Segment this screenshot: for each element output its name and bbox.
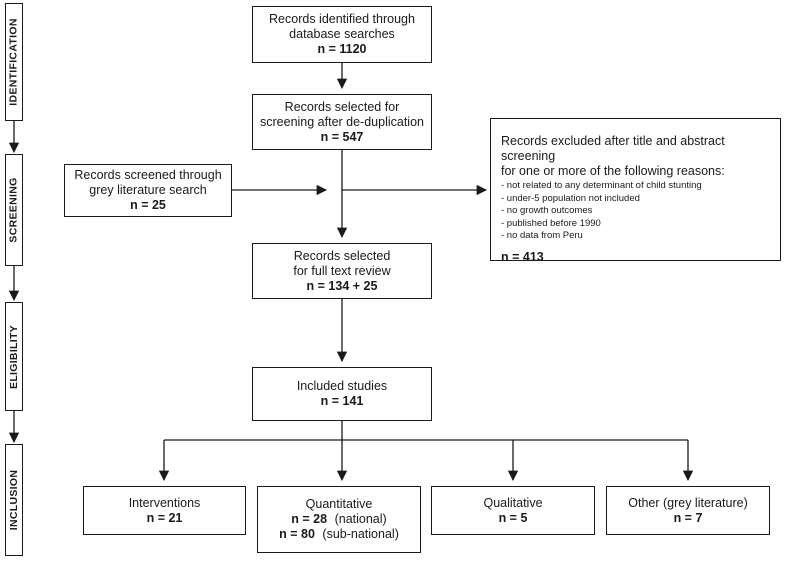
box-text-line: for full text review (293, 263, 391, 278)
box-records-excluded: Records excluded after title and abstrac… (490, 118, 781, 264)
box-full-text-review: Records selected for full text review n … (252, 243, 432, 299)
box-qualitative: Qualitative n = 5 (431, 486, 595, 535)
box-text-line: Qualitative (483, 495, 543, 510)
box-text-line: Records identified through (269, 12, 415, 26)
excluded-heading: Records excluded after title and abstrac… (501, 134, 725, 163)
box-count: n = 413 (501, 249, 544, 264)
box-text-line: Other (grey literature) (628, 495, 748, 510)
stage-label: IDENTIFICATION (8, 18, 21, 106)
box-count: n = 141 (320, 394, 364, 408)
box-count: n = 80 (279, 527, 315, 541)
box-included-studies: Included studies n = 141 (252, 367, 432, 421)
box-count: n = 21 (146, 510, 183, 525)
stage-identification: IDENTIFICATION (5, 3, 23, 121)
box-interventions: Interventions n = 21 (83, 486, 246, 535)
exclusion-reason: - published before 1990 (501, 217, 601, 229)
stage-label: INCLUSION (8, 469, 21, 531)
box-count: n = 28 (291, 512, 328, 526)
box-count: n = 134 + 25 (306, 278, 378, 293)
exclusion-reasons-list: - not related to any determinant of chil… (501, 180, 772, 243)
box-text-line: database searches (289, 27, 395, 41)
box-quantitative: Quantitative n = 28 (national) n = 80 (s… (257, 486, 421, 553)
box-count-row: n = 80 (sub-national) (279, 527, 399, 542)
exclusion-reason: - under-5 population not included (501, 192, 640, 204)
stage-screening: SCREENING (5, 154, 23, 266)
exclusion-reason: - no data from Peru (501, 230, 583, 241)
box-count: n = 1120 (317, 42, 367, 56)
exclusion-reason: - not related to any determinant of chil… (501, 180, 702, 191)
box-text-line: Records selected (293, 248, 391, 263)
box-count: n = 547 (320, 129, 364, 144)
box-count: n = 5 (498, 510, 528, 525)
box-text-line: Records selected for (284, 99, 400, 114)
box-count-row: n = 28 (national) (291, 512, 386, 527)
box-other-grey-literature: Other (grey literature) n = 7 (606, 486, 770, 535)
stage-label: ELIGIBILITY (8, 324, 20, 389)
box-text-line: Included studies (296, 379, 388, 393)
box-text-line: grey literature search (89, 183, 207, 197)
box-grey-literature: Records screened through grey literature… (64, 164, 232, 217)
box-text-line: Quantitative (305, 497, 373, 511)
box-count: n = 25 (130, 198, 166, 212)
box-count: n = 7 (673, 510, 703, 525)
box-records-deduplicated: Records selected for screening after de-… (252, 94, 432, 150)
box-text-line: Records screened through (74, 168, 222, 182)
box-text-line: Interventions (128, 495, 201, 510)
stage-label: SCREENING (8, 177, 21, 243)
excluded-heading: for one or more of the following reasons… (501, 164, 725, 178)
box-count-note: (national) (334, 512, 387, 526)
exclusion-reason: - no growth outcomes (501, 205, 593, 216)
stage-inclusion: INCLUSION (5, 444, 23, 556)
box-text-line: screening after de-duplication (260, 114, 424, 129)
box-records-identified: Records identified through database sear… (252, 6, 432, 63)
stage-eligibility: ELIGIBILITY (5, 302, 23, 411)
box-count-note: (sub-national) (322, 527, 399, 541)
